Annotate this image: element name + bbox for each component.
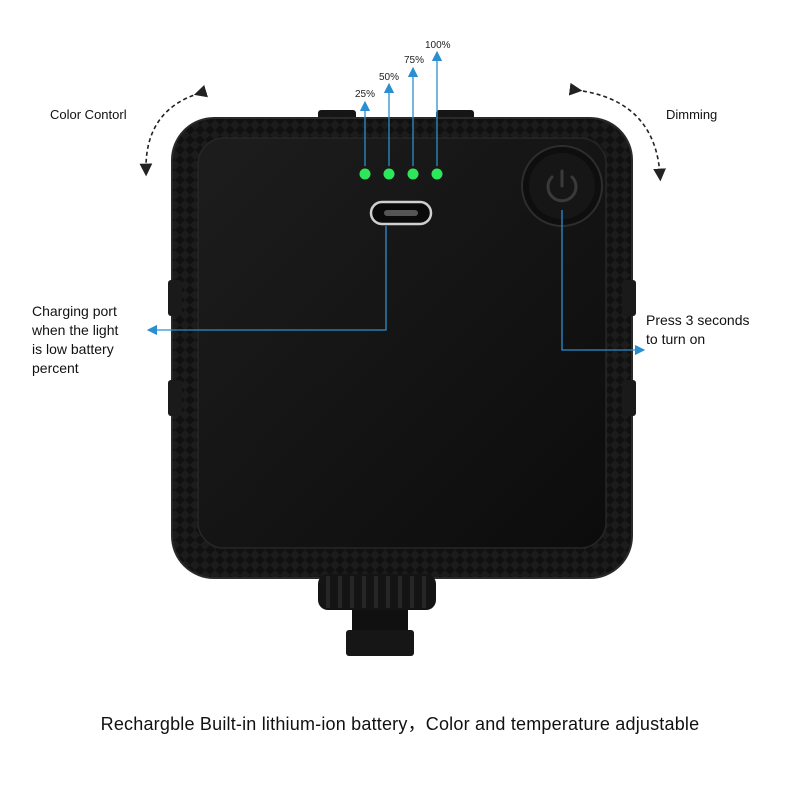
charging-pointer <box>146 226 387 336</box>
battery-level-pointers <box>359 50 443 166</box>
led-25 <box>359 168 371 180</box>
color-control-label: Color Contorl <box>50 107 127 122</box>
callout-line: when the light <box>32 322 119 338</box>
power-pointer <box>561 210 646 356</box>
callout-line: to turn on <box>646 331 706 347</box>
led-75 <box>407 168 419 180</box>
callout-line: Charging port <box>32 303 117 319</box>
curved-double-arrow-icon <box>568 82 666 182</box>
mount-foot <box>346 630 414 656</box>
power-icon <box>546 169 578 203</box>
side-clip-left-bottom <box>168 380 182 416</box>
usb-c-port-icon[interactable] <box>369 200 433 226</box>
product-caption: Rechargble Built-in lithium-ion battery，… <box>100 714 700 734</box>
callout-line: is low battery <box>32 341 114 357</box>
mount-knob[interactable] <box>318 574 436 610</box>
battery-leds <box>359 168 443 180</box>
side-clip-right-top <box>622 280 636 316</box>
battery-level-75: 75% <box>404 55 425 66</box>
back-panel <box>197 137 607 549</box>
battery-level-25: 25% <box>355 89 376 100</box>
side-clip-right-bottom <box>622 380 636 416</box>
side-clip-left-top <box>168 280 182 316</box>
power-button-callout: Press 3 seconds to turn on <box>646 311 750 349</box>
mount-neck <box>352 610 408 632</box>
charging-port-callout: Charging port when the light is low batt… <box>32 302 118 378</box>
led-50 <box>383 168 395 180</box>
dimming-label: Dimming <box>666 107 718 122</box>
battery-level-50: 50% <box>379 72 400 83</box>
battery-level-100: 100% <box>425 40 451 51</box>
curved-double-arrow-icon <box>139 84 209 177</box>
callout-line: Press 3 seconds <box>646 312 750 328</box>
callout-line: percent <box>32 360 79 376</box>
led-100 <box>431 168 443 180</box>
